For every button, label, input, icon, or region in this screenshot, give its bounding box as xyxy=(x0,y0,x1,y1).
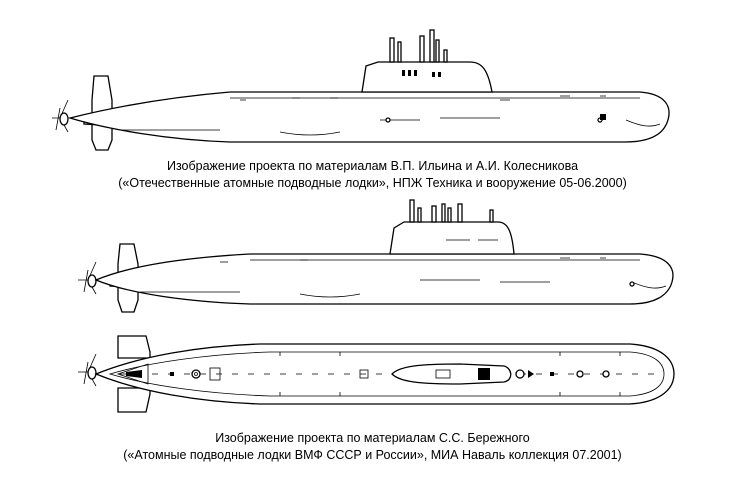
sail-2 xyxy=(389,221,515,255)
caption-bottom-line2: («Атомные подводные лодки ВМФ СССР и Рос… xyxy=(123,448,622,462)
caption-bottom: Изображение проекта по материалам С.С. Б… xyxy=(0,430,745,464)
caption-bottom-line1: Изображение проекта по материалам С.С. Б… xyxy=(215,431,530,445)
stern-plane-upper xyxy=(117,335,151,359)
caption-top: Изображение проекта по материалам В.П. И… xyxy=(0,158,745,192)
submarine-plan-view xyxy=(78,335,675,413)
masts-1 xyxy=(389,29,448,63)
propeller-2 xyxy=(78,261,97,295)
stern-plane-lower xyxy=(117,387,151,413)
sail-3 xyxy=(391,363,512,385)
submarine-profile-2 xyxy=(78,199,674,313)
caption-top-line1: Изображение проекта по материалам В.П. И… xyxy=(166,159,579,173)
caption-top-line2: («Отечественные атомные подводные лодки»… xyxy=(118,176,627,190)
submarine-profile-1 xyxy=(52,29,670,151)
masts-2 xyxy=(409,199,494,223)
propeller-1 xyxy=(52,99,69,133)
sail-1 xyxy=(361,61,493,93)
hull-2 xyxy=(94,253,674,305)
hull-3 xyxy=(94,343,675,405)
hull-1 xyxy=(67,91,670,143)
propeller-3 xyxy=(78,353,97,387)
